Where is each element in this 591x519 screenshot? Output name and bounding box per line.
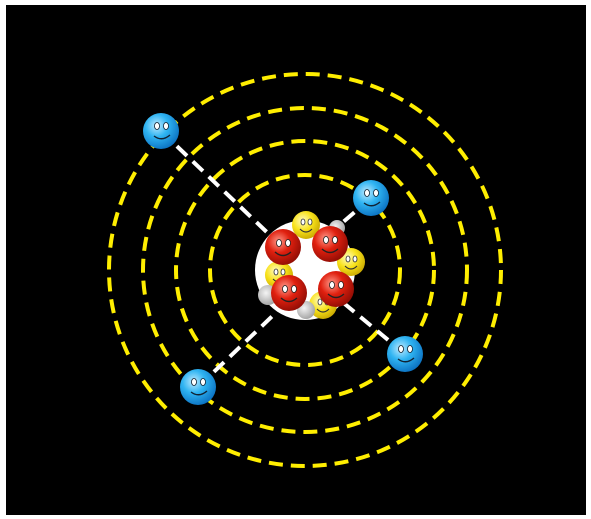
spoke-lower-left	[196, 303, 286, 389]
nucleus	[255, 211, 365, 320]
proton	[265, 229, 301, 265]
proton	[312, 226, 348, 262]
electron	[353, 180, 389, 216]
electron	[387, 336, 423, 372]
electron	[180, 369, 216, 405]
atom-diagram-canvas	[6, 5, 586, 515]
atom-diagram	[107, 72, 503, 468]
spoke-lower-right	[332, 293, 407, 356]
spoke-upper-left	[159, 129, 276, 241]
electron	[143, 113, 179, 149]
proton	[318, 271, 354, 307]
orbit-1	[208, 173, 402, 367]
proton	[271, 275, 307, 311]
orbit-3	[141, 106, 469, 434]
orbits	[107, 72, 503, 468]
orbit-2	[174, 139, 436, 401]
neutron	[292, 211, 320, 239]
orbit-4	[107, 72, 503, 468]
